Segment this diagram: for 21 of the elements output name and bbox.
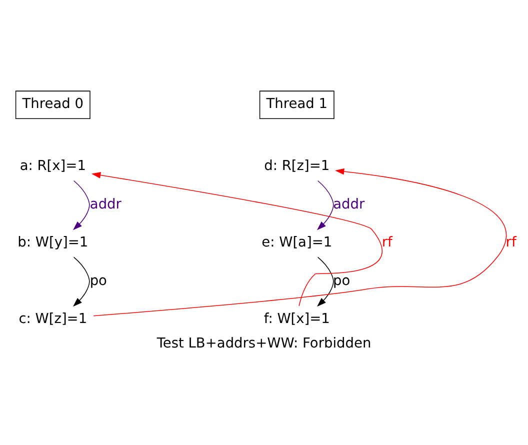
node-text: a: R[x]=1 (20, 158, 86, 174)
edge-label: addr (90, 196, 122, 212)
node-text: f: W[x]=1 (264, 310, 330, 327)
node-box: Thread 0 (15, 90, 90, 118)
node-text: e: W[a]=1 (262, 234, 332, 250)
arrow (93, 168, 506, 316)
edge-label: po (333, 272, 350, 288)
arrow (316, 256, 334, 306)
arrow (72, 256, 90, 306)
edge-label: rf (382, 234, 392, 250)
node-text: c: W[z]=1 (18, 310, 88, 327)
edge-label: rf (506, 234, 516, 250)
node-box: Thread 1 (259, 90, 334, 118)
edge-label: addr (333, 196, 365, 212)
edge-label: po (90, 272, 107, 288)
arrow (72, 180, 90, 230)
caption: Test LB+addrs+WW: Forbidden (156, 335, 372, 352)
arrow (91, 172, 383, 306)
arrow (316, 180, 334, 230)
node-text: b: W[y]=1 (18, 234, 88, 250)
node-text: d: R[z]=1 (264, 158, 330, 174)
